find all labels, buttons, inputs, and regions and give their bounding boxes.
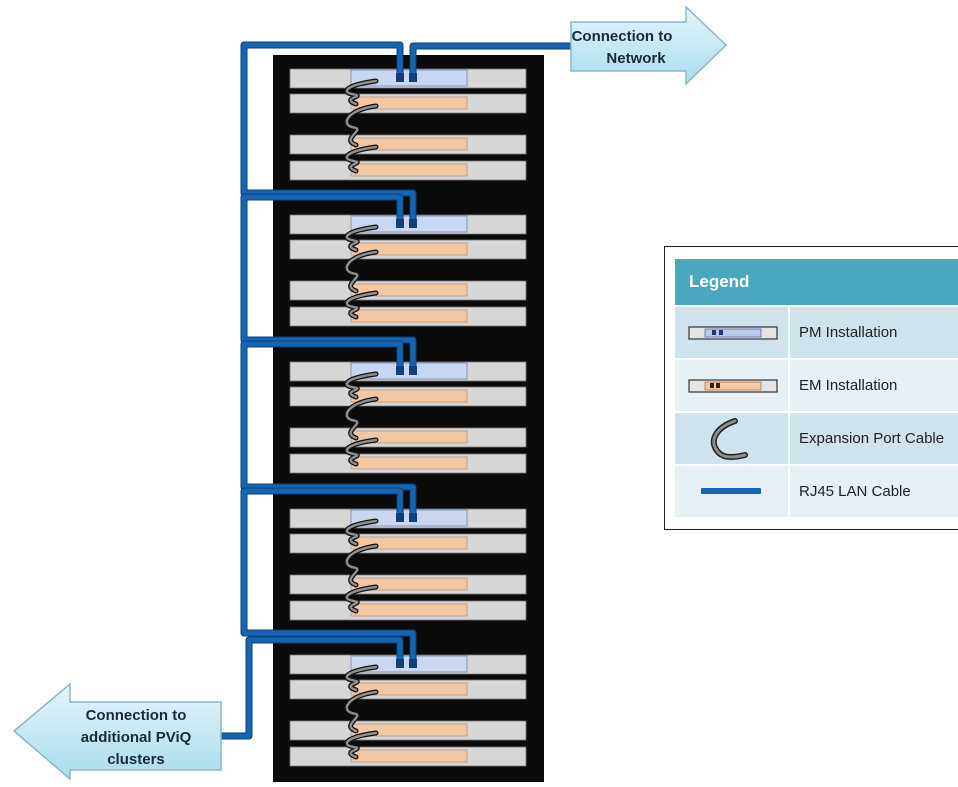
lan-cable-icon xyxy=(675,466,787,517)
legend-item-lan: RJ45 LAN Cable xyxy=(675,466,958,517)
lan-port xyxy=(396,219,404,228)
expansion-cable xyxy=(345,291,378,319)
lan-cable-network xyxy=(410,43,571,73)
expansion-cable xyxy=(345,79,378,106)
lan-ports xyxy=(396,73,417,668)
expansion-cable xyxy=(345,544,378,587)
lan-cable-link xyxy=(241,341,416,513)
lan-cable-link xyxy=(241,194,416,366)
em-module-icon xyxy=(675,360,787,411)
lan-port xyxy=(409,73,417,82)
em-module xyxy=(350,456,468,470)
lan-cable-link xyxy=(241,42,416,219)
lan-port xyxy=(409,366,417,375)
clusters-arrow-line-3: clusters xyxy=(107,751,165,768)
legend-label-em: EM Installation xyxy=(799,377,898,394)
expansion-cable xyxy=(345,145,378,173)
expansion-cable xyxy=(345,438,378,466)
lan-cabling xyxy=(221,41,571,740)
legend-label-expansion: Expansion Port Cable xyxy=(799,430,945,447)
legend-label-pm: PM Installation xyxy=(799,324,898,341)
lan-port xyxy=(396,513,404,522)
expansion-cable xyxy=(345,225,378,252)
legend-item-em: EM Installation xyxy=(675,360,958,411)
rack-units xyxy=(289,68,527,767)
pm-module-icon xyxy=(675,307,787,358)
em-module xyxy=(350,603,468,617)
clusters-arrow-line-1: Connection to xyxy=(86,707,187,724)
expansion-cable xyxy=(345,519,378,546)
lan-port xyxy=(396,659,404,668)
expansion-cable xyxy=(345,250,378,293)
network-arrow-line-2: Network xyxy=(606,50,666,67)
expansion-cable xyxy=(345,104,378,147)
lan-port xyxy=(409,219,417,228)
network-arrow-line-1: Connection to xyxy=(572,28,673,45)
legend-label-lan: RJ45 LAN Cable xyxy=(799,483,911,500)
expansion-cable xyxy=(345,665,378,692)
expansion-cable-icon xyxy=(675,413,787,464)
expansion-cable xyxy=(345,397,378,440)
lan-cable-link xyxy=(241,488,416,659)
clusters-arrow: Connection to additional PViQ clusters xyxy=(12,682,222,781)
em-module xyxy=(350,163,468,177)
lan-cable-clusters xyxy=(221,637,403,739)
lan-port xyxy=(409,513,417,522)
em-module xyxy=(350,309,468,323)
expansion-cable xyxy=(345,731,378,759)
expansion-cable xyxy=(345,690,378,733)
legend-title: Legend xyxy=(675,259,958,305)
lan-port xyxy=(396,366,404,375)
expansion-cable xyxy=(345,585,378,613)
em-module xyxy=(350,749,468,763)
lan-port xyxy=(409,659,417,668)
expansion-cable xyxy=(345,372,378,399)
network-arrow: Connection to Network xyxy=(570,5,728,86)
lan-port xyxy=(396,73,404,82)
legend-item-expansion: Expansion Port Cable xyxy=(675,413,958,464)
legend-item-pm: PM Installation xyxy=(675,307,958,358)
clusters-arrow-line-2: additional PViQ xyxy=(81,729,192,746)
legend-box: Legend PM Installation EM Installation xyxy=(664,246,958,530)
